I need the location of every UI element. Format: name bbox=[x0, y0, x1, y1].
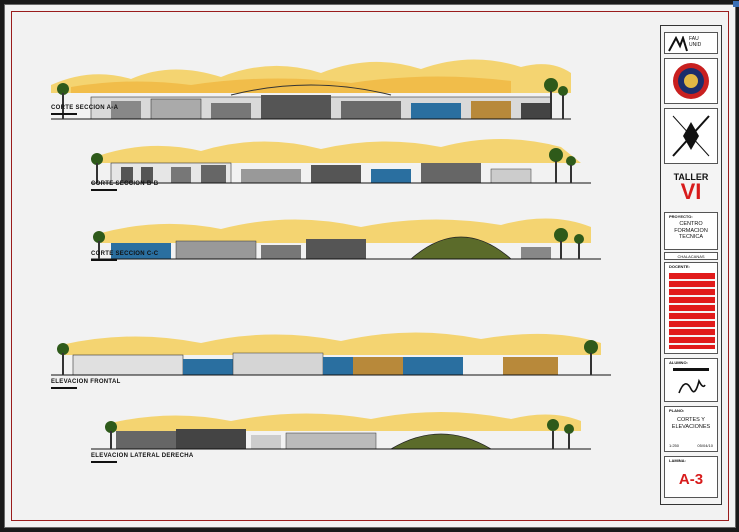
drawing-sheet: CORTE SECCION A-A CORTE S bbox=[4, 4, 736, 528]
plano-cell: PLANO: CORTES Y ELEVACIONES 1:250 05/04/… bbox=[664, 406, 718, 452]
front-elevation-drawing bbox=[51, 323, 611, 385]
taller-number: VI bbox=[680, 179, 702, 204]
docente-label: DOCENTE: bbox=[669, 264, 690, 269]
side-elevation-label: ELEVACION LATERAL DERECHA bbox=[91, 453, 194, 463]
alumno-cell: ALUMNO: bbox=[664, 358, 718, 402]
front-elevation-svg bbox=[51, 332, 611, 376]
section-b-label: CORTE SECCION B-B bbox=[91, 181, 159, 191]
university-seal bbox=[664, 58, 718, 104]
alumno-label: ALUMNO: bbox=[669, 360, 688, 365]
section-c-svg bbox=[91, 218, 601, 260]
taller-label: TALLER bbox=[673, 172, 709, 182]
plano-label: PLANO: bbox=[669, 408, 685, 413]
date-text: 05/04/10 bbox=[697, 443, 713, 448]
north-arrow-cell bbox=[664, 108, 718, 164]
section-c-drawing bbox=[91, 205, 601, 267]
section-a-drawing bbox=[51, 47, 571, 127]
lamina-label: LAMINA: bbox=[669, 458, 686, 463]
taller-block: TALLER VI bbox=[661, 172, 721, 204]
title-block: FAU UNID TALLER VI PROYECTO: CENTRO FORM… bbox=[660, 25, 722, 505]
north-arrow-icon bbox=[672, 115, 710, 157]
window-corner-marker bbox=[733, 1, 739, 7]
school-logo: FAU UNID bbox=[664, 32, 718, 54]
project-cell: PROYECTO: CENTRO FORMACION TECNICA bbox=[664, 212, 718, 250]
fau-logo-icon bbox=[668, 36, 688, 52]
plano-name: CORTES Y ELEVACIONES bbox=[671, 417, 711, 430]
section-c-label: CORTE SECCION C-C bbox=[91, 251, 159, 261]
side-elevation-drawing bbox=[91, 403, 591, 459]
fau-logo-text: FAU UNID bbox=[689, 36, 702, 48]
section-b-drawing bbox=[91, 129, 591, 191]
section-b-svg bbox=[91, 139, 591, 184]
scale-text: 1:250 bbox=[669, 443, 680, 448]
section-a-svg bbox=[51, 59, 571, 120]
location-cell: CHALACANAS bbox=[664, 252, 718, 260]
front-elevation-label: ELEVACION FRONTAL bbox=[51, 379, 121, 389]
project-name: CENTRO FORMACION TECNICA bbox=[674, 221, 708, 240]
sheet-number: A-3 bbox=[678, 471, 704, 488]
sheet-border bbox=[11, 11, 729, 521]
signature-icon bbox=[678, 378, 706, 394]
location-name: CHALACANAS bbox=[677, 254, 705, 259]
drawing-area: CORTE SECCION A-A CORTE S bbox=[23, 29, 653, 499]
lamina-cell: LAMINA: A-3 bbox=[664, 456, 718, 498]
seal-icon bbox=[673, 63, 709, 99]
section-a-label: CORTE SECCION A-A bbox=[51, 105, 119, 115]
side-elevation-svg bbox=[91, 412, 591, 450]
docente-cell: DOCENTE: bbox=[664, 262, 718, 354]
alumno-line bbox=[673, 368, 709, 371]
project-label: PROYECTO: bbox=[669, 214, 693, 219]
redacted-names bbox=[669, 273, 715, 349]
